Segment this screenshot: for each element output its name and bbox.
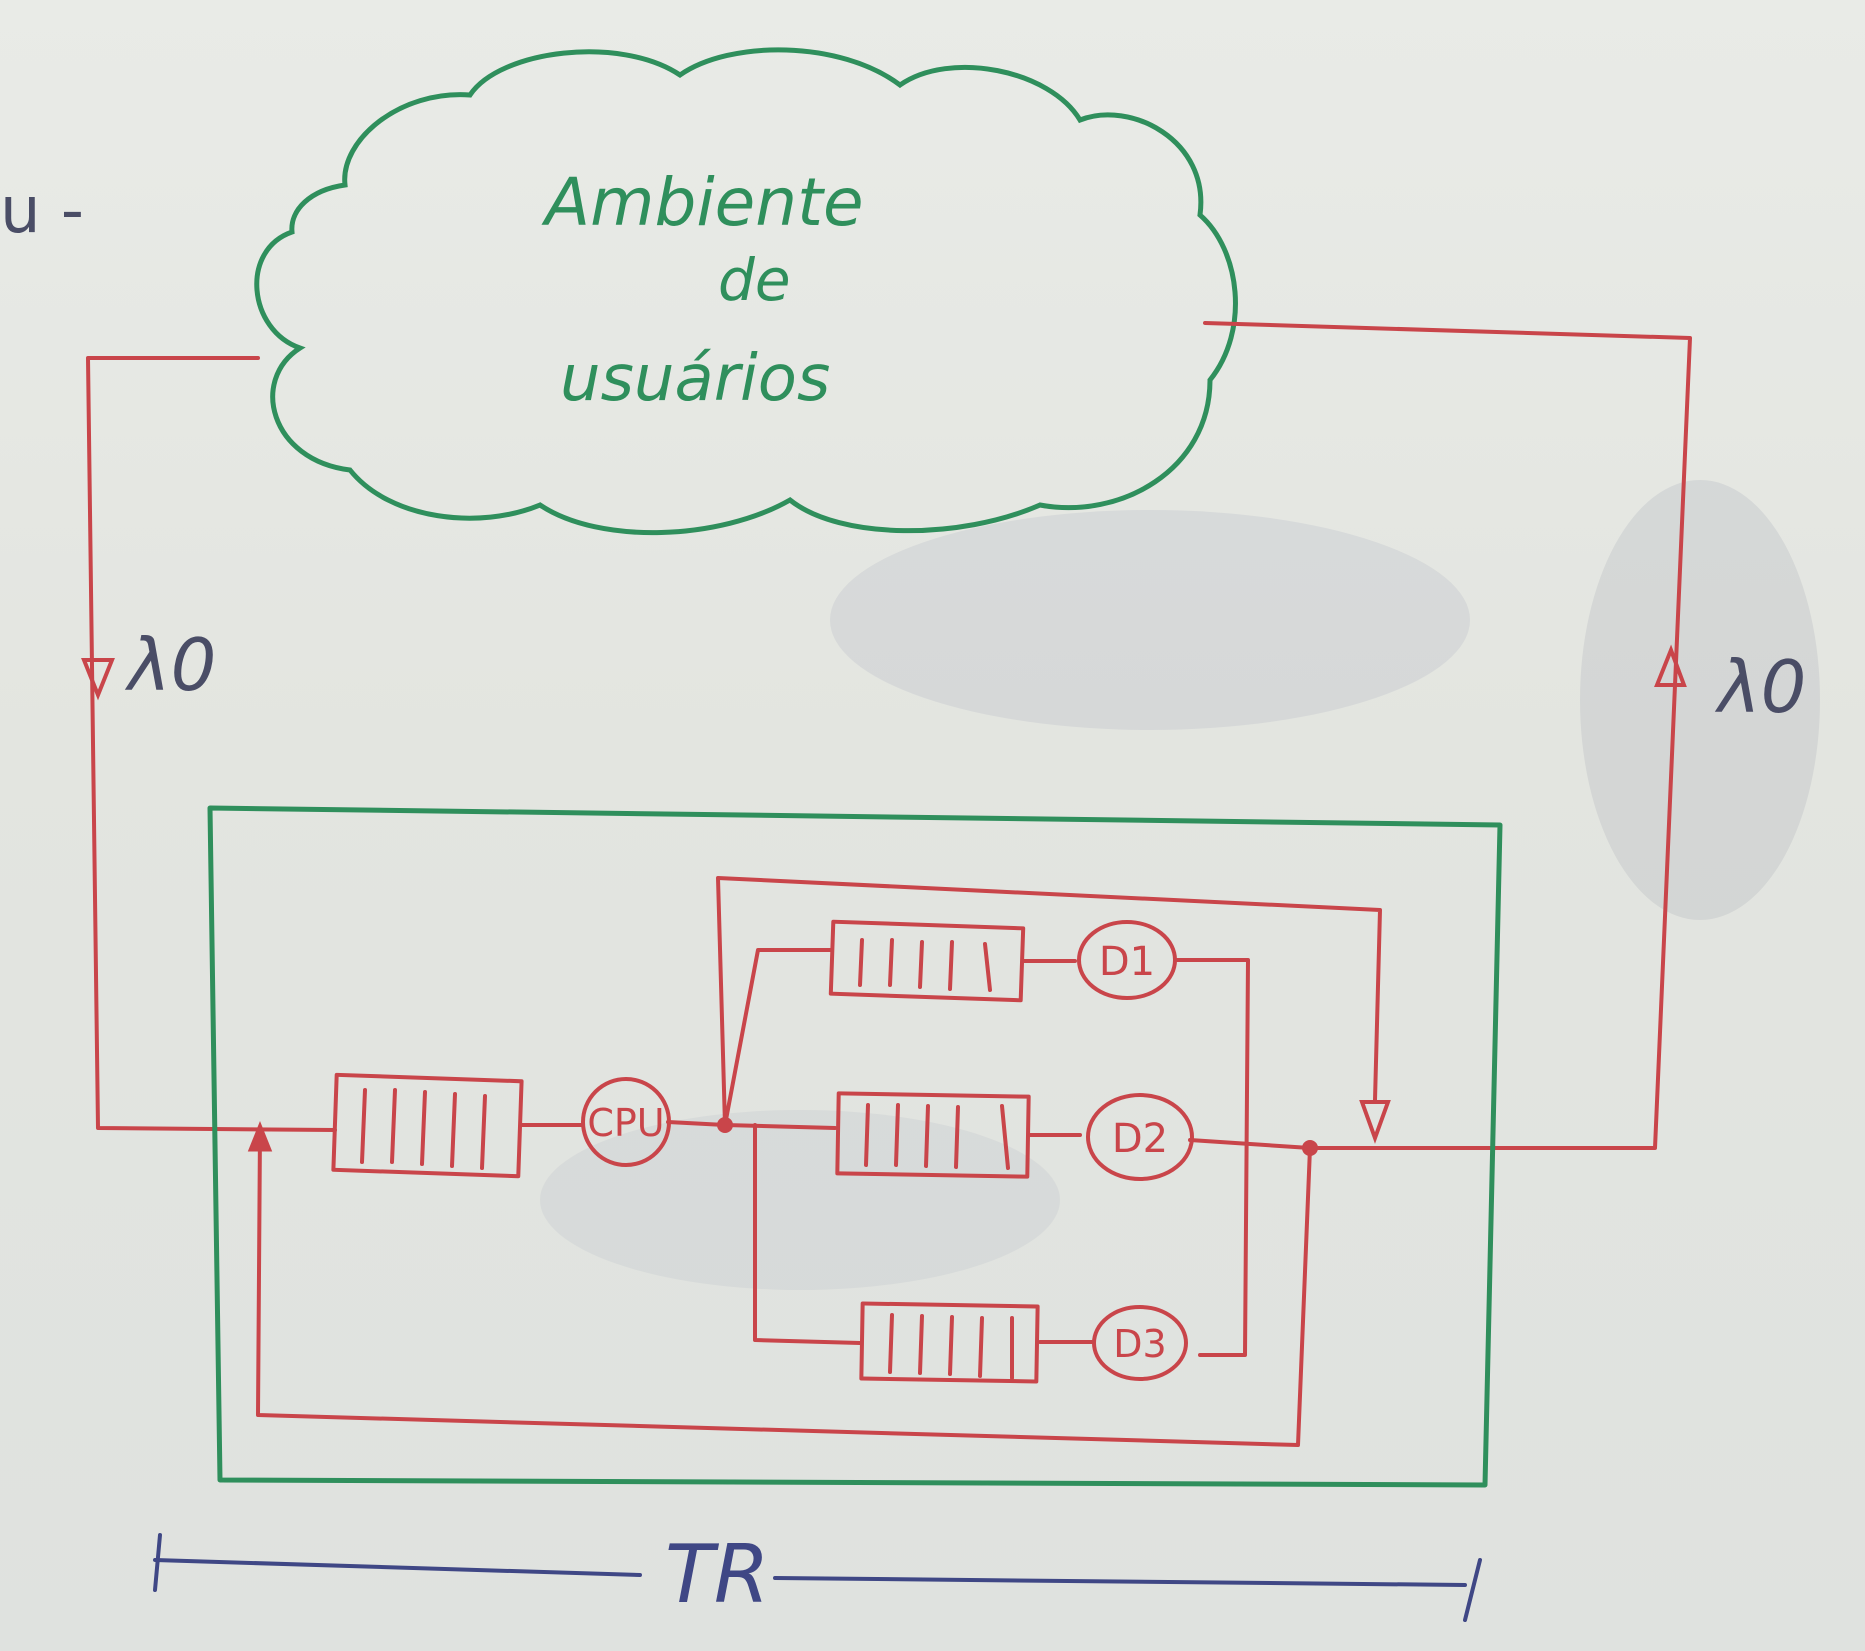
d1-queue (828, 919, 1026, 1003)
eraser-smudges (540, 480, 1820, 1290)
d1-server: D1 (1077, 920, 1177, 1000)
merge-arrow-icon (1359, 1100, 1391, 1144)
departure-arrow-icon (1654, 644, 1687, 687)
cloud-line1: Ambiente (541, 164, 864, 241)
system-boundary (207, 805, 1503, 1488)
response-time-label: TR (665, 1528, 769, 1621)
cloud-outline (254, 47, 1238, 536)
cpu-server: CPU (581, 1077, 671, 1167)
outer-loop (86, 321, 1692, 1150)
departure-label: λ0 (1714, 645, 1806, 729)
d3-server: D3 (1092, 1305, 1188, 1381)
arrival-label: λ0 (124, 623, 216, 707)
queue-network (256, 876, 1382, 1447)
cpu-label: CPU (587, 1101, 664, 1145)
response-time-bracket (153, 1533, 1482, 1622)
merge-junction-dot (1302, 1140, 1318, 1156)
arrival-arrow-icon (81, 658, 115, 701)
feedback-arrow-icon (247, 1120, 273, 1152)
d3-queue (859, 1301, 1040, 1384)
cloud-line3: usuários (560, 342, 830, 416)
cpu-queue (331, 1072, 524, 1179)
corner-text: u - (0, 174, 84, 248)
d2-server: D2 (1086, 1093, 1194, 1181)
cloud-line2: de (718, 246, 791, 314)
d3-label: D3 (1113, 1322, 1166, 1366)
d1-label: D1 (1099, 939, 1155, 985)
d2-queue (835, 1091, 1031, 1179)
d2-label: D2 (1112, 1116, 1168, 1162)
cpu-junction-dot (717, 1117, 733, 1133)
